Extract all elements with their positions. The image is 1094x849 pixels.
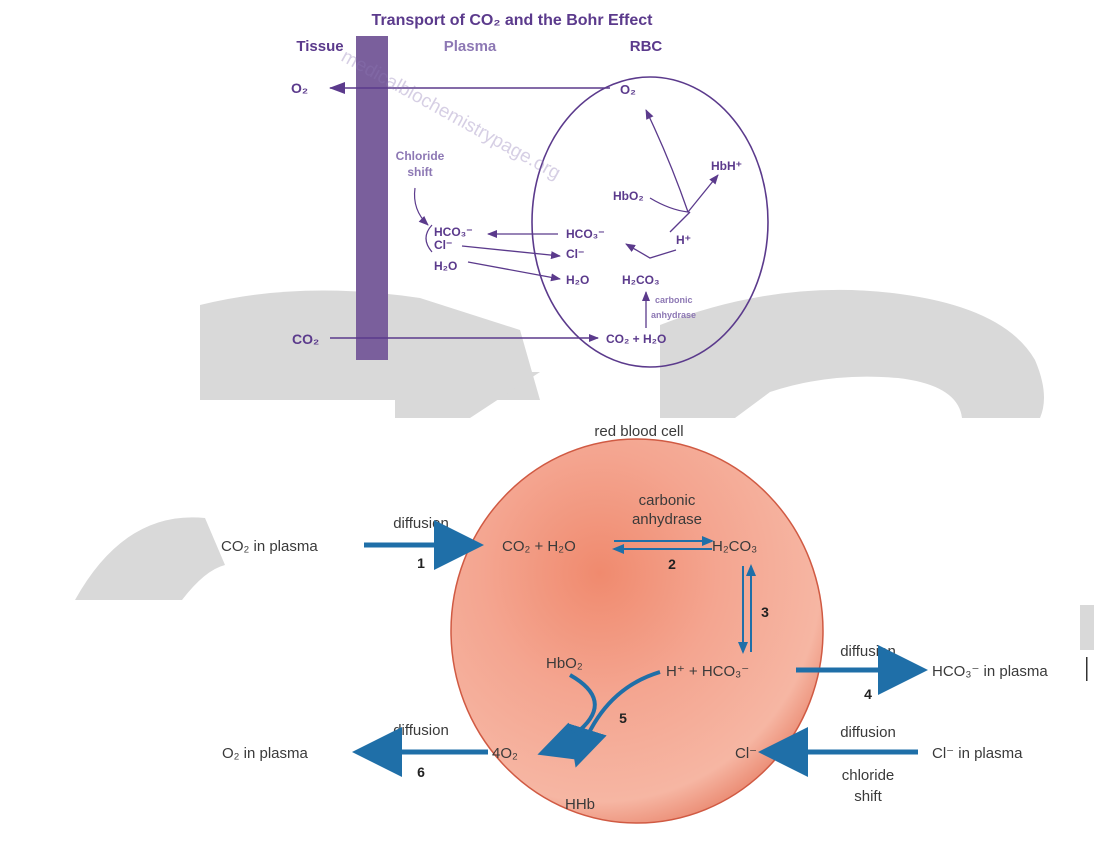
top-co2-h2o: CO₂ + H₂O xyxy=(606,332,666,346)
cl-rbc: Cl⁻ xyxy=(735,745,757,762)
top-co2-tissue: CO₂ xyxy=(292,331,319,347)
cl-in-arrow xyxy=(462,246,560,256)
anhydrase-label: anhydrase xyxy=(632,511,702,528)
red-blood-cell xyxy=(451,439,823,823)
step-1-label: 1 xyxy=(417,555,425,571)
chloride-label: chloride xyxy=(842,767,895,784)
tissue-label: Tissue xyxy=(296,38,343,55)
rbc-h2co3: H₂CO₃ xyxy=(622,273,660,287)
shift-label: shift xyxy=(854,788,882,805)
rbc-hco3: HCO₃⁻ xyxy=(566,227,605,241)
diffusion-label-4: diffusion xyxy=(840,643,896,660)
step-4-label: 4 xyxy=(864,686,872,702)
hbo2-to-o2-arrow xyxy=(646,110,688,212)
diffusion-label-1: diffusion xyxy=(393,515,449,532)
step-2-label: 2 xyxy=(668,556,676,572)
h2o-in-arrow xyxy=(468,262,560,279)
h2co3-to-h-arrow xyxy=(626,244,676,258)
bottom-title: red blood cell xyxy=(594,423,683,440)
top-hbh: HbH⁺ xyxy=(711,159,742,173)
hco3-box-edge xyxy=(1086,657,1088,681)
top-rbc-o2: O₂ xyxy=(620,82,636,97)
bottom-diagram: red blood cell CO₂ in plasma diffusion 1… xyxy=(221,423,1088,823)
diffusion-label-cl: diffusion xyxy=(840,724,896,741)
diffusion-label-6: diffusion xyxy=(393,722,449,739)
rbc-cl: Cl⁻ xyxy=(566,247,584,261)
chloride-shift-arrow xyxy=(415,188,428,225)
cl-in-plasma: Cl⁻ in plasma xyxy=(932,745,1023,762)
top-title: Transport of CO₂ and the Bohr Effect xyxy=(372,12,654,29)
carbonic-label: carbonic xyxy=(639,492,696,509)
top-hbo2: HbO₂ xyxy=(613,189,644,203)
o2-4: 4O₂ xyxy=(492,745,518,762)
co2-in-plasma: CO₂ in plasma xyxy=(221,538,318,555)
h-to-hb-line xyxy=(670,212,690,232)
step-5-label: 5 xyxy=(619,710,627,726)
rbc-h2o: H₂O xyxy=(566,273,589,287)
hbo2: HbO₂ xyxy=(546,655,583,672)
h2co3: H₂CO₃ xyxy=(712,538,757,555)
top-carbonic: carbonic xyxy=(655,295,693,305)
plasma-bracket xyxy=(426,225,432,252)
co2-h2o: CO₂ + H₂O xyxy=(502,538,576,555)
plasma-label: Plasma xyxy=(444,38,497,55)
rbc-label: RBC xyxy=(630,38,663,55)
top-o2-tissue: O₂ xyxy=(291,80,308,96)
o2-in-plasma: O₂ in plasma xyxy=(222,745,309,762)
h-hco3: H⁺ + HCO₃⁻ xyxy=(666,663,749,680)
plasma-hco3: HCO₃⁻ xyxy=(434,225,473,239)
top-h: H⁺ xyxy=(676,233,691,247)
chloride-shift-line2: shift xyxy=(407,165,432,179)
chloride-shift-line1: Chloride xyxy=(396,149,445,163)
hco3-in-plasma: HCO₃⁻ in plasma xyxy=(932,663,1048,680)
plasma-cl: Cl⁻ xyxy=(434,238,452,252)
plasma-h2o: H₂O xyxy=(434,259,457,273)
step-3-label: 3 xyxy=(761,604,769,620)
top-anhydrase: anhydrase xyxy=(651,310,696,320)
hhb: HHb xyxy=(565,796,595,813)
hbh-arrow xyxy=(688,175,718,212)
step-6-label: 6 xyxy=(417,764,425,780)
